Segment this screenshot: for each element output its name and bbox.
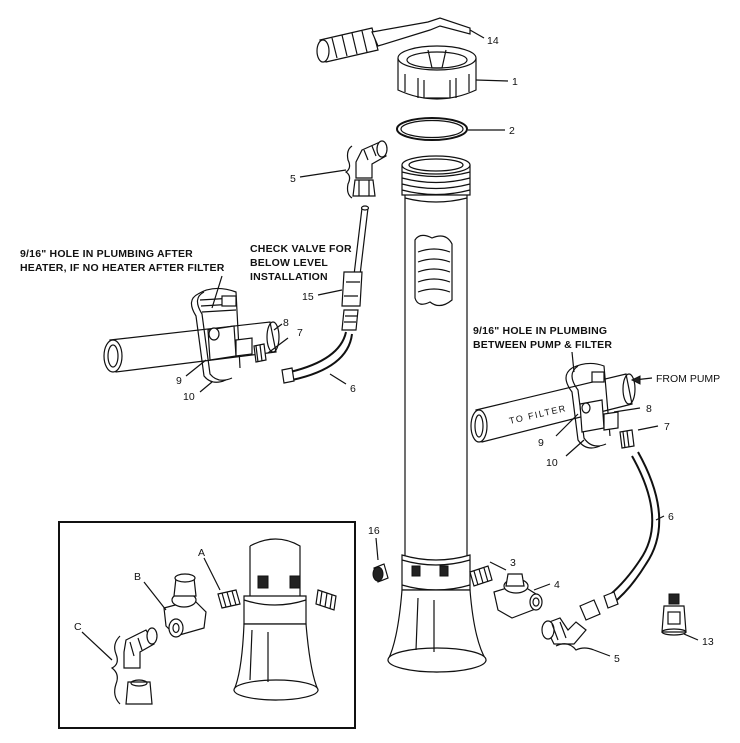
callout-10-left: 10	[183, 391, 195, 403]
inset-label-a: A	[198, 547, 205, 559]
callout-4: 4	[554, 579, 560, 591]
note-check-line-2: BELOW LEVEL	[250, 257, 328, 269]
callout-7-left: 7	[297, 327, 303, 339]
callout-15: 15	[302, 291, 314, 303]
callout-10-right: 10	[546, 457, 558, 469]
inset-label-b: B	[134, 571, 141, 583]
label-from-pump: FROM PUMP	[656, 373, 720, 385]
callout-6-right: 6	[668, 511, 674, 523]
note-left-line-2: HEATER, IF NO HEATER AFTER FILTER	[20, 262, 225, 274]
note-right-line-1a: 9/16" HOLE IN PLUM	[473, 325, 580, 337]
note-right-line-1: 9/16" HOLE IN PLUMBING	[473, 325, 607, 337]
callout-9-left: 9	[176, 375, 182, 387]
callout-5-bottom: 5	[614, 653, 620, 665]
inset-letters: A B C	[74, 547, 205, 633]
callout-7-right: 7	[664, 421, 670, 433]
callout-6-left: 6	[350, 383, 356, 395]
note-check-line-1: CHECK VALVE FOR	[250, 243, 352, 255]
check-valve-assembly	[281, 205, 370, 384]
callout-8-left: 8	[283, 317, 289, 329]
callout-5-top: 5	[290, 173, 296, 185]
callout-16: 16	[368, 525, 380, 537]
left-pipe-clamp	[103, 287, 280, 383]
callout-13: 13	[702, 636, 714, 648]
callout-numbers: 14 1 2 5 15 8 7 6 9 10 8 7 9 10 6 16 3 4…	[176, 35, 714, 665]
callout-3: 3	[510, 557, 516, 569]
part-16-plug	[372, 563, 389, 583]
note-left-line-1: 9/16" HOLE IN PLUMBING AFTER	[20, 248, 193, 260]
note-right-line-2: BETWEEN PUMP & FILTER	[473, 339, 612, 351]
callout-8-right: 8	[646, 403, 652, 415]
right-hose	[605, 451, 661, 605]
right-pipe-clamp	[470, 362, 653, 449]
callout-14: 14	[487, 35, 499, 47]
note-check-line-3: INSTALLATION	[250, 271, 328, 283]
part-13-bottle	[661, 593, 687, 636]
note-right-line-1b: BING	[580, 325, 607, 337]
leader-lines	[81, 29, 699, 661]
part-2-o-ring	[396, 117, 468, 141]
main-column	[387, 155, 487, 673]
part-1-cap	[397, 45, 477, 100]
inset-detail	[58, 521, 356, 729]
part-5-elbow-top	[344, 140, 388, 199]
callout-2: 2	[509, 125, 515, 137]
inset-label-c: C	[74, 621, 82, 633]
bottom-fittings	[469, 565, 619, 651]
callout-1: 1	[512, 76, 518, 88]
part-14-wrench	[316, 17, 471, 63]
callout-9-right: 9	[538, 437, 544, 449]
